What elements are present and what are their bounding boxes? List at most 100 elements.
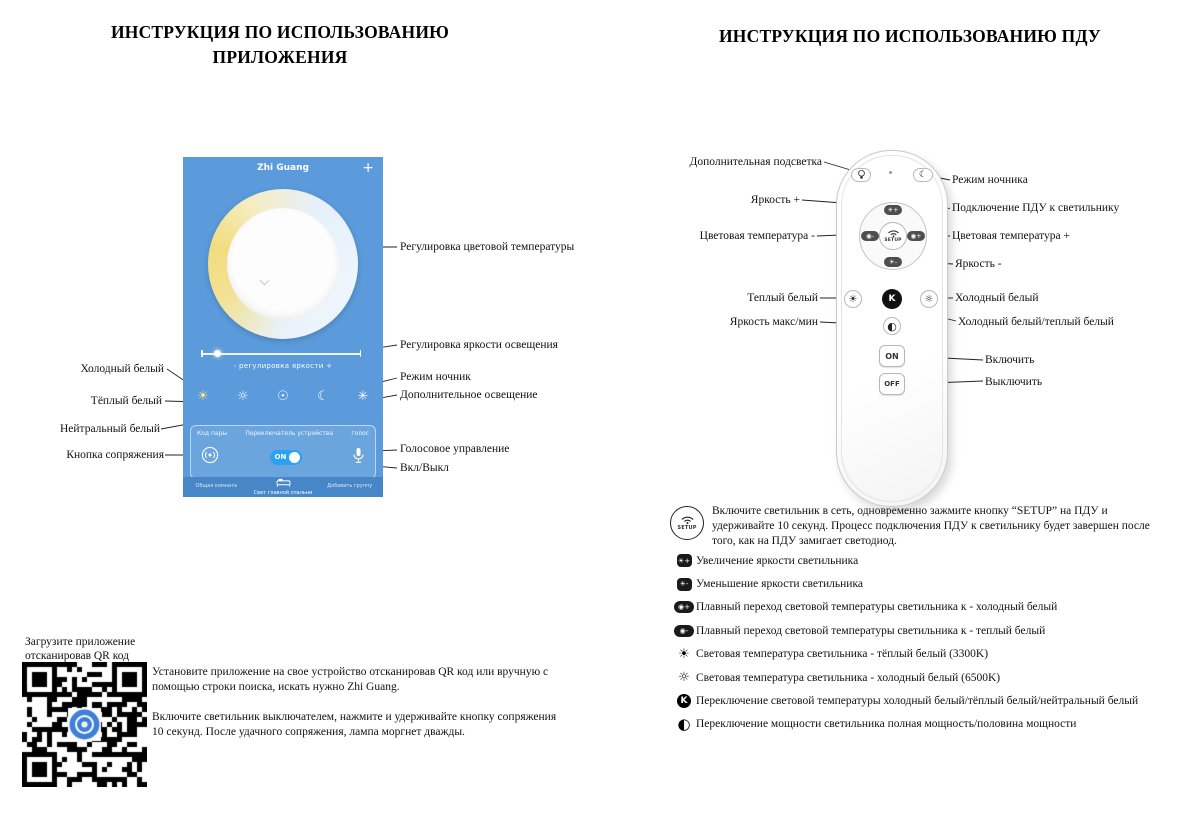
legend-text: Плавный переход световой температуры све… (696, 601, 1058, 614)
tab-add-group: Добавить группу (327, 483, 373, 490)
cold-sun-icon: ☼ (924, 293, 934, 305)
brightness-minus-icon: ☀- (888, 257, 898, 266)
off-button: OFF (879, 373, 905, 395)
remote-control: ☾ ☀+ ☀- ◉- ◉+ SETUP ☀ K ☼ ◐ ON OFF (836, 150, 948, 507)
tab-common-room: Общая комната (195, 483, 238, 490)
cold-white-icon: ☀ (197, 388, 209, 404)
callout-cold-white-remote: Холодный белый (955, 292, 1039, 304)
ir-led (889, 171, 892, 174)
callout-backlight: Дополнительная подсветка (689, 156, 822, 168)
callout-voice-control: Голосовое управление (400, 443, 510, 455)
callout-cold-warm-switch: Холодный белый/теплый белый (958, 316, 1114, 328)
neutral-white-icon: ☉ (277, 388, 289, 404)
callout-color-temperature: Регулировка цветовой температуры (400, 241, 575, 253)
legend-text: Плавный переход световой температуры све… (696, 624, 1046, 637)
legend-text: Уменьшение яркости светильника (696, 578, 863, 591)
tab-main-bedroom-light-label: Свет главной спальни (253, 489, 313, 496)
setup-button: SETUP (879, 222, 907, 250)
legend-text: Переключение мощности светильника полная… (696, 718, 1077, 731)
callout-remote-pairing: Подключение ПДУ к светильнику (952, 202, 1120, 214)
dial-knob (227, 208, 339, 320)
cct-switch-button: K (882, 289, 902, 309)
cold-white-button: ☼ (920, 290, 938, 308)
legend-row: ☀- Уменьшение яркости светильника (672, 572, 1172, 595)
power-half-icon: ◐ (677, 714, 691, 733)
legend-text: Увеличение яркости светильника (696, 554, 859, 567)
slider-tick-left (201, 350, 203, 357)
voice-label: голос (351, 430, 369, 437)
cct-to-cold-icon: ◉+ (674, 601, 694, 614)
off-label: OFF (884, 380, 900, 388)
callout-warm-white: Тёплый белый (90, 395, 162, 407)
brightness-plus-icon: ☀+ (887, 205, 899, 214)
warm-white-button: ☀ (844, 290, 862, 308)
callout-cold-white: Холодный белый (80, 363, 164, 375)
brightness-slider-caption: - регулировка яркости + (233, 362, 333, 370)
toggle-knob (288, 451, 300, 463)
callout-warm-white-remote: Теплый белый (747, 292, 818, 304)
legend-row: ◐ Переключение мощности светильника полн… (672, 713, 1172, 736)
callout-brightness-maxmin: Яркость макс/мин (729, 316, 818, 328)
dpad-ring: ☀+ ☀- ◉- ◉+ SETUP (859, 202, 927, 270)
warm-white-icon: ☼ (237, 388, 249, 404)
callout-neutral-white: Нейтральный белый (59, 423, 160, 435)
toggle-state-label: ON (274, 453, 287, 461)
remote-legend: ☀+ Увеличение яркости светильника ☀- Уме… (672, 549, 1172, 736)
night-mode-button: ☾ (913, 168, 933, 182)
app-header: Zhi Guang + (183, 157, 383, 179)
pair-label: Код пары (197, 430, 228, 437)
legend-row: ☼ Световая температура светильника - хол… (672, 666, 1172, 689)
add-device-icon: + (362, 160, 374, 176)
callout-night-mode-remote: Режим ночника (952, 174, 1028, 186)
callout-turn-on: Включить (985, 354, 1035, 366)
bulb-icon (857, 169, 865, 179)
callout-brightness-minus: Яркость - (955, 258, 1002, 270)
legend-text: Световая температура светильника - тёплы… (696, 648, 989, 661)
install-instructions: Установите приложение на свое устройство… (152, 666, 549, 693)
callout-night-mode: Режим ночник (400, 371, 471, 383)
app-screenshot: Zhi Guang + - регулировка яркости + ☀ ☼ … (183, 157, 383, 497)
legend-row: ◉- Плавный переход световой температуры … (672, 619, 1172, 642)
callout-cct-minus: Цветовая температура - (699, 230, 815, 242)
cct-minus-button: ◉- (861, 231, 879, 241)
callout-on-off: Вкл/Выкл (400, 462, 449, 474)
warm-sun-icon: ☀ (848, 293, 858, 305)
app-title: Zhi Guang (257, 163, 309, 173)
switch-label: Переключатель устройства (245, 430, 334, 437)
qr-code (22, 662, 147, 787)
half-power-button: ◐ (883, 317, 901, 335)
wifi-icon (680, 516, 694, 524)
callout-turn-off: Выключить (985, 376, 1043, 388)
wifi-icon (887, 230, 899, 237)
cold-white-icon: ☼ (678, 670, 690, 686)
slider-knob (213, 350, 221, 357)
warm-white-icon: ☀ (678, 646, 690, 662)
brightness-minus-icon: ☀- (676, 577, 692, 591)
color-temperature-dial (208, 189, 358, 339)
bed-icon (250, 478, 317, 490)
brightness-plus-icon: ☀+ (676, 554, 692, 568)
legend-row: ☀+ Увеличение яркости светильника (672, 549, 1172, 572)
light-mode-row: ☀ ☼ ☉ ☾ ✳ (195, 388, 371, 404)
slider-track (201, 353, 361, 355)
callout-cct-plus: Цветовая температура + (952, 230, 1071, 242)
left-page-title: ИНСТРУКЦИЯ ПО ИСПОЛЬЗОВАНИЮ ПРИЛОЖЕНИЯ (110, 22, 450, 68)
cct-plus-button: ◉+ (907, 231, 925, 241)
legend-text: Световая температура светильника - холод… (696, 671, 1001, 684)
right-page-title: ИНСТРУКЦИЯ ПО ИСПОЛЬЗОВАНИЮ ПДУ (719, 26, 1101, 46)
qr-caption: Загрузите приложение отсканировав QR код (25, 636, 136, 662)
legend-text: Переключение световой температуры холодн… (696, 695, 1139, 708)
setup-legend-icon: SETUP (670, 506, 704, 540)
brightness-minus-button: ☀- (884, 257, 902, 267)
legend-row: K Переключение световой температуры холо… (672, 689, 1172, 712)
moon-icon: ☾ (918, 170, 928, 180)
callout-pair-button: Кнопка сопряжения (66, 449, 164, 461)
app-tabbar: Общая комната Свет главной спальни Добав… (183, 477, 383, 497)
brightness-plus-button: ☀+ (884, 205, 902, 215)
callout-brightness-plus: Яркость + (750, 194, 800, 206)
backlight-button (851, 168, 871, 182)
setup-label: SETUP (677, 525, 697, 531)
microphone-icon (352, 447, 365, 468)
tab-main-bedroom-light: Свет главной спальни (250, 478, 317, 496)
night-mode-icon: ☾ (317, 388, 329, 404)
